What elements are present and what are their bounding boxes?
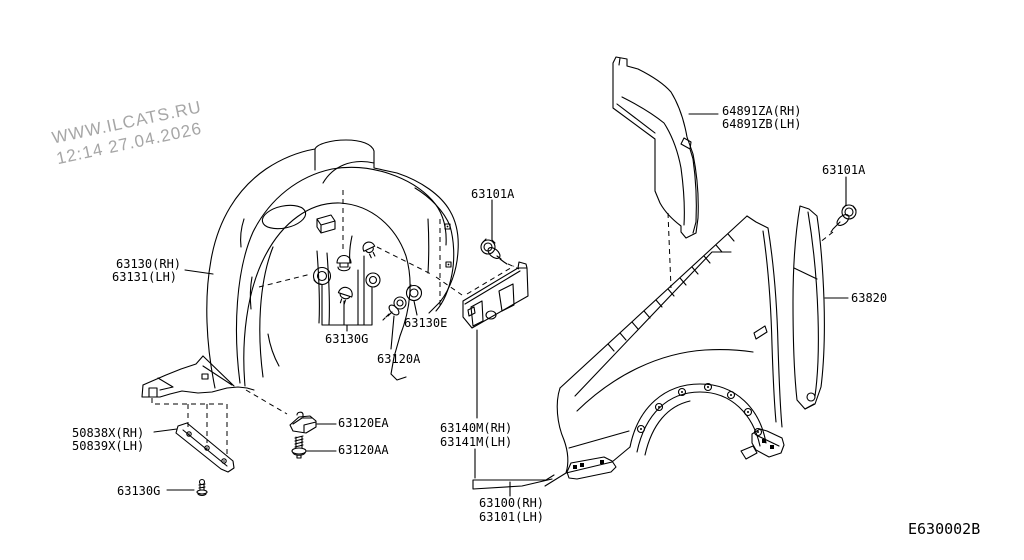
clip-glyph-2 — [337, 286, 353, 305]
label-liner-rh: 63130(RH) — [116, 257, 181, 271]
label-screw-aa: 63120AA — [338, 443, 389, 457]
label-cowl-rh: 64891ZA(RH) — [722, 104, 801, 118]
label-fender-lh: 63101(LH) — [479, 510, 544, 524]
grommet-glyph-2 — [365, 272, 381, 288]
bracket-leader-line — [474, 329, 478, 479]
clip-glyph-1 — [336, 254, 352, 272]
label-fender-rh: 63100(RH) — [479, 496, 544, 510]
liner-drawing — [141, 139, 459, 398]
label-bolt-center: 63101A — [471, 187, 515, 201]
label-cowl-lh: 64891ZB(LH) — [722, 117, 801, 131]
cowl-side-drawing — [612, 56, 719, 289]
label-screw-g-bottom: 63130G — [117, 484, 160, 498]
label-bracket-rh: 63140M(RH) — [440, 421, 512, 435]
mudguard-drawing — [151, 389, 288, 473]
fender-drawing — [472, 215, 785, 497]
label-screw-a: 63120A — [377, 352, 421, 366]
liner-leader-line — [184, 269, 214, 275]
screw-aa-glyph — [291, 435, 337, 459]
arch-bolt-holes — [636, 382, 763, 437]
bolt-right-glyph — [818, 176, 857, 244]
label-liner-lh: 63131(LH) — [112, 270, 177, 284]
fastener-cluster — [258, 190, 515, 350]
labels: 63130(RH) 63131(LH) 64891ZA(RH) 64891ZB(… — [72, 104, 980, 538]
screw-glyph-63120a — [382, 296, 407, 321]
screw-g-bottom-glyph — [166, 478, 208, 497]
diagram-ref-code: E630002B — [908, 520, 980, 538]
clip-glyph-3 — [362, 241, 376, 259]
label-bracket-lh: 63141M(LH) — [440, 435, 512, 449]
label-grommet-e: 63130E — [404, 316, 447, 330]
clip-ea-glyph — [289, 411, 337, 434]
grommet-glyph-63130e — [405, 284, 423, 302]
label-bolt-right: 63101A — [822, 163, 866, 177]
label-protector: 63820 — [851, 291, 887, 305]
bolt-center-glyph — [480, 199, 520, 270]
label-mudguard-rh: 50838X(RH) — [72, 426, 144, 440]
bracket-drawing — [462, 261, 529, 479]
label-screws-g: 63130G — [325, 332, 368, 346]
mudguard-leader-line — [153, 428, 178, 433]
label-mudguard-lh: 50839X(LH) — [72, 439, 144, 453]
protector-drawing — [792, 205, 849, 410]
label-clip-ea: 63120EA — [338, 416, 389, 430]
